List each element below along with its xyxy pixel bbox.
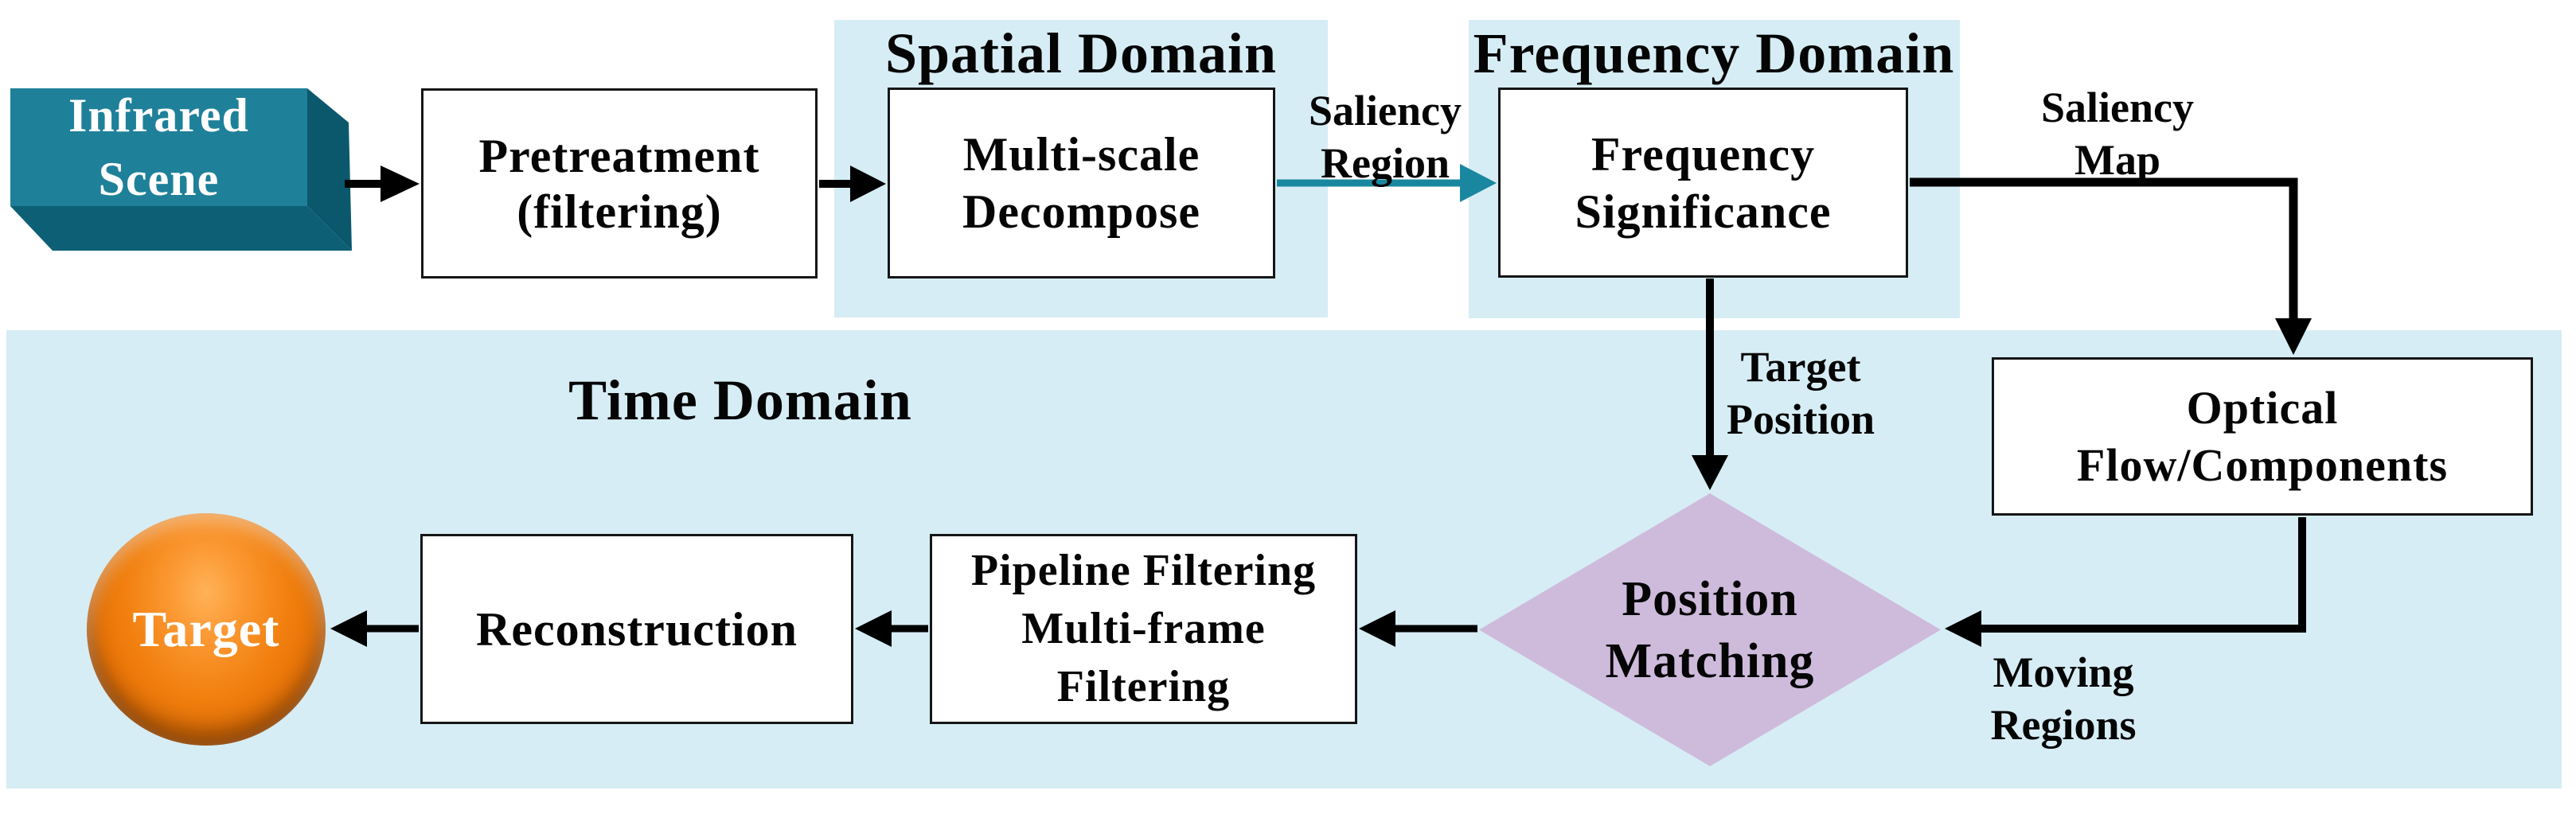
infrared-scene-label-line1: Infrared — [68, 89, 249, 142]
pipeline-filtering-label-line3: Filtering — [1056, 662, 1231, 711]
multi-scale-label-line1: Multi-scale — [962, 128, 1200, 181]
time-domain-title: Time Domain — [568, 368, 912, 432]
saliency-map-label-line1: Saliency — [2040, 84, 2195, 131]
frequency-significance-box: Frequency Significance — [1498, 88, 1908, 278]
optical-flow-label-line1: Optical — [2186, 381, 2339, 434]
pipeline-filtering-label-line1: Pipeline Filtering — [970, 546, 1317, 595]
saliency-map-label-line2: Map — [2074, 136, 2160, 184]
infrared-scene-label-line2: Scene — [98, 153, 220, 205]
pretreatment-label-line2: (filtering) — [517, 185, 722, 238]
saliency-map-label: Saliency Map — [2041, 81, 2194, 186]
optical-flow-label-line2: Flow/Components — [2076, 438, 2449, 491]
saliency-region-label-line2: Region — [1320, 139, 1450, 187]
frequency-significance-label-line1: Frequency — [1590, 127, 1816, 181]
target-position-label-line2: Position — [1726, 395, 1875, 443]
arrow-infrared-to-pretreatment — [345, 166, 420, 202]
infrared-scene-bottom-face — [10, 206, 352, 251]
reconstruction-box: Reconstruction — [420, 534, 853, 724]
target-node: Target — [87, 513, 326, 746]
arrow-saliency-map — [1910, 177, 2312, 355]
optical-flow-components-box: Optical Flow/Components — [1992, 357, 2533, 516]
frequency-significance-label-line2: Significance — [1575, 185, 1832, 238]
spatial-domain-title: Spatial Domain — [884, 21, 1278, 85]
multi-scale-decompose-box: Multi-scale Decompose — [888, 88, 1275, 278]
infrared-scene-node: Infrared Scene — [10, 88, 353, 252]
moving-regions-label-line1: Moving — [1992, 648, 2134, 696]
multi-scale-label-line2: Decompose — [962, 185, 1200, 238]
target-position-label-line1: Target — [1740, 343, 1861, 391]
saliency-region-label: Saliency Region — [1309, 84, 1462, 189]
reconstruction-label: Reconstruction — [476, 602, 798, 656]
position-matching-label-line2: Matching — [1605, 633, 1815, 688]
moving-regions-label: Moving Regions — [1990, 646, 2136, 751]
infrared-scene-front-face: Infrared Scene — [10, 88, 307, 206]
pipeline-filtering-box: Pipeline Filtering Multi-frame Filtering — [930, 534, 1357, 724]
target-label: Target — [132, 601, 280, 657]
frequency-domain-title: Frequency Domain — [1473, 21, 1955, 85]
pretreatment-label-line1: Pretreatment — [478, 129, 760, 182]
pretreatment-box: Pretreatment (filtering) — [421, 88, 818, 278]
saliency-region-label-line1: Saliency — [1308, 87, 1462, 134]
pipeline-filtering-label-line2: Multi-frame — [1021, 604, 1266, 653]
target-position-label: Target Position — [1727, 341, 1875, 446]
position-matching-label-line1: Position — [1622, 571, 1798, 626]
moving-regions-label-line2: Regions — [1990, 701, 2137, 749]
